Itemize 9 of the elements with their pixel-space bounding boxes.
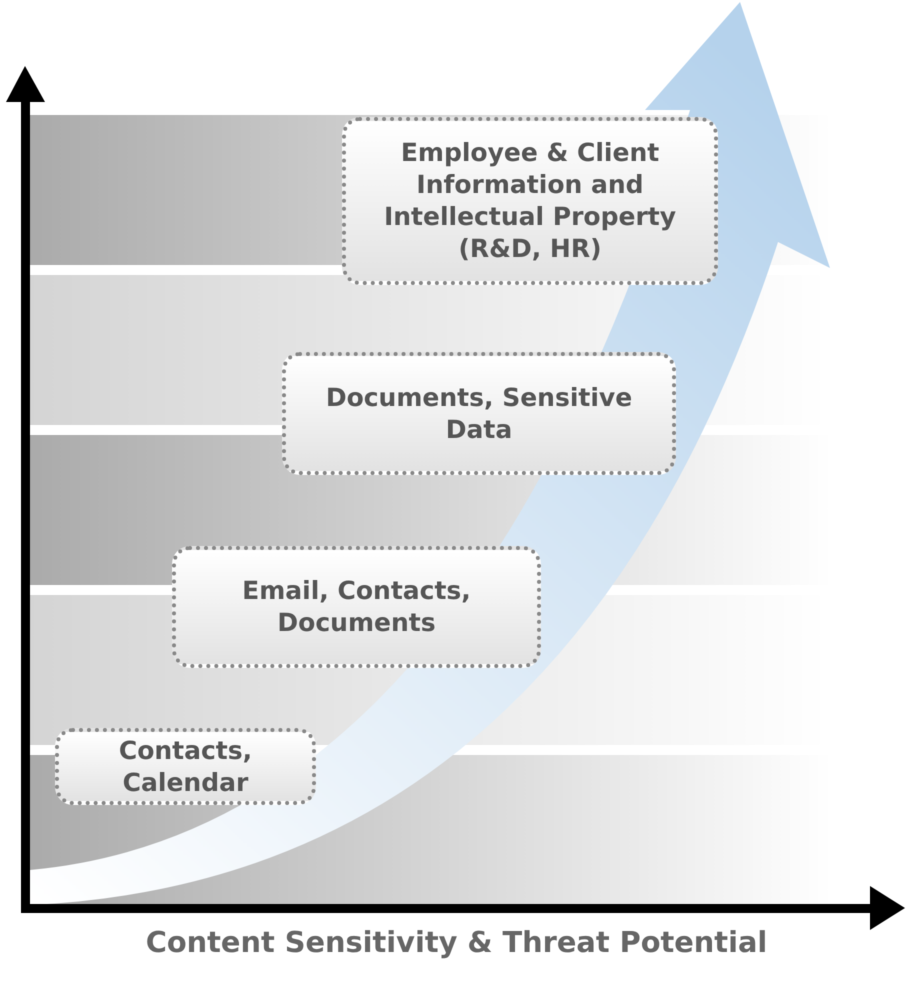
box-text: Contacts, Calendar [118,734,254,798]
content-box [55,728,316,805]
axis-title: Content Sensitivity & Threat Potential [144,925,768,959]
content-box [342,117,718,285]
content-box [282,352,676,475]
content-box [172,546,541,668]
box-text: Email, Contacts, Documents [241,575,472,639]
box-text: Documents, Sensitive Data [324,382,634,446]
box-text: Employee & Client Information and Intellectual Property (R&D, HR) [382,137,678,265]
